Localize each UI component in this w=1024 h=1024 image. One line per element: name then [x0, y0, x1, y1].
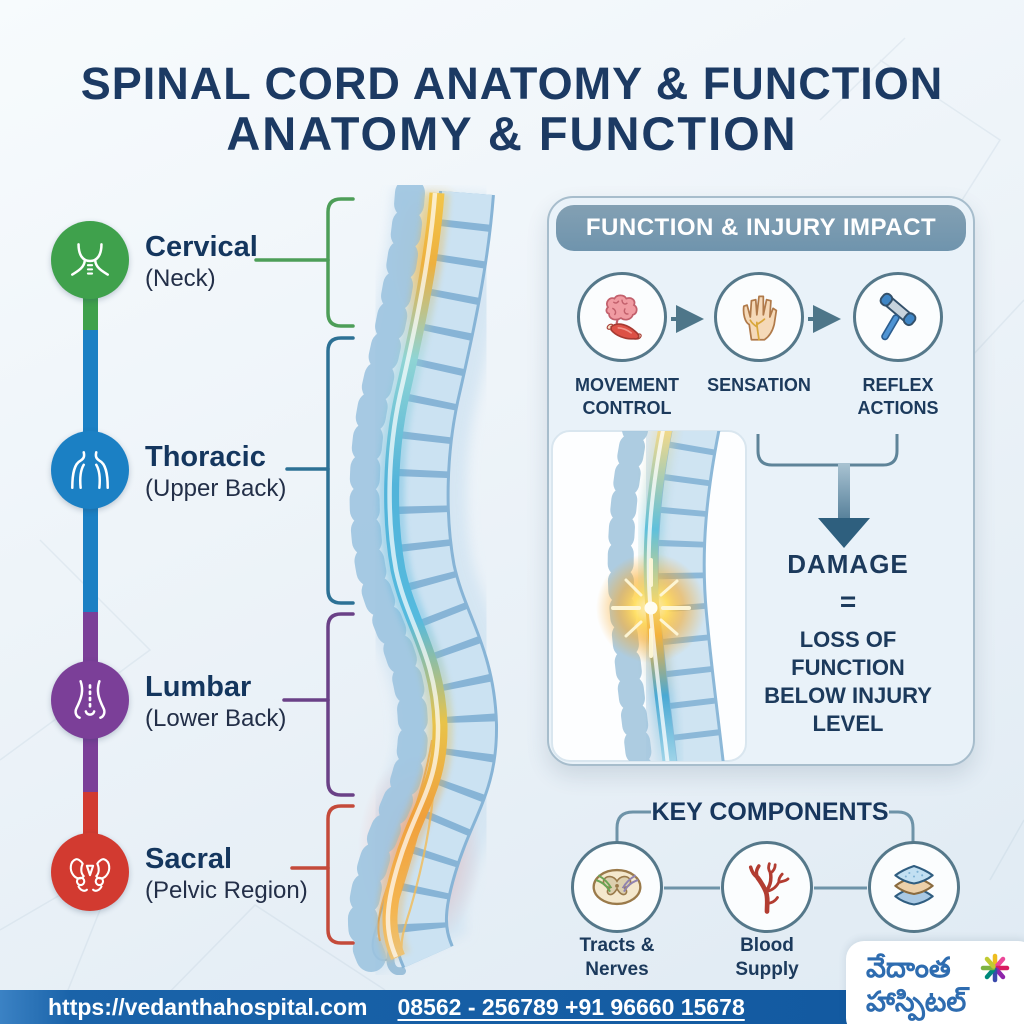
hand-icon [742, 295, 778, 341]
sensation-circle [714, 272, 804, 362]
brain-muscle-icon [605, 294, 642, 340]
neck-icon [71, 243, 109, 276]
injury-starburst [611, 558, 691, 658]
tracts-nerves-label: Tracts & Nerves [579, 935, 655, 980]
lumbar-circle [51, 661, 129, 739]
meninges-circle [868, 841, 960, 933]
region-name-thoracic: Thoracic [145, 441, 266, 473]
page-title-line1: SPINAL CORD ANATOMY & FUNCTION [80, 58, 944, 109]
torso-icon [71, 451, 109, 489]
region-sub-sacral: (Pelvic Region) [145, 877, 308, 905]
meninges-layers-icon [894, 864, 934, 906]
page-title-line2: ANATOMY & FUNCTION [226, 107, 798, 160]
equals-sign: = [839, 586, 857, 617]
movement-control-label: MOVEMENT CONTROL [574, 375, 679, 419]
spinal-injury-illustration [551, 430, 747, 762]
thoracic-circle [51, 431, 129, 509]
website-url-link[interactable]: https://vedanthahospital.com [48, 993, 368, 1020]
flower-asterisk-icon [980, 953, 1010, 983]
reflex-actions-label: REFLEX ACTIONS [857, 375, 939, 419]
region-sub-lumbar: (Lower Back) [145, 705, 287, 733]
spine-illustration [330, 185, 545, 975]
waist-icon [74, 680, 106, 719]
damage-title: DAMAGE [787, 549, 909, 579]
region-name-sacral: Sacral [145, 843, 233, 875]
damage-block: DAMAGE = LOSS OF FUNCTION BELOW INJURY L… [745, 549, 951, 739]
reflex-hammer-icon [879, 292, 917, 341]
blood-supply-label: Blood Supply [735, 935, 799, 980]
panel-header: FUNCTION & INJURY IMPACT [556, 205, 966, 251]
reflex-actions-circle [853, 272, 943, 362]
pelvis-icon [69, 858, 111, 892]
region-name-cervical: Cervical [145, 231, 258, 263]
hospital-logo: వేదాంత హాస్పిటల్ [846, 941, 1024, 1024]
key-components-header: KEY COMPONENTS [651, 798, 889, 826]
region-sub-cervical: (Neck) [145, 265, 216, 293]
phone-numbers-link[interactable]: 08562 - 256789 +91 96660 15678 [397, 993, 745, 1020]
cord-cross-section-icon [592, 868, 642, 906]
sacral-circle [51, 833, 129, 911]
region-chain-line [83, 260, 98, 872]
movement-control-circle [577, 272, 667, 362]
cervical-circle [51, 221, 129, 299]
blood-vessels-icon [748, 862, 790, 914]
logo-text-line2: హాస్పిటల్ [866, 984, 967, 1018]
logo-text-line1: వేదాంత [866, 951, 951, 984]
sensation-label: SENSATION [707, 375, 811, 395]
blood-supply-circle [721, 841, 813, 933]
region-name-lumbar: Lumbar [145, 671, 252, 703]
region-sub-thoracic: (Upper Back) [145, 475, 287, 503]
tracts-nerves-circle [571, 841, 663, 933]
function-injury-panel: FUNCTION & INJURY IMPACT [547, 196, 975, 766]
